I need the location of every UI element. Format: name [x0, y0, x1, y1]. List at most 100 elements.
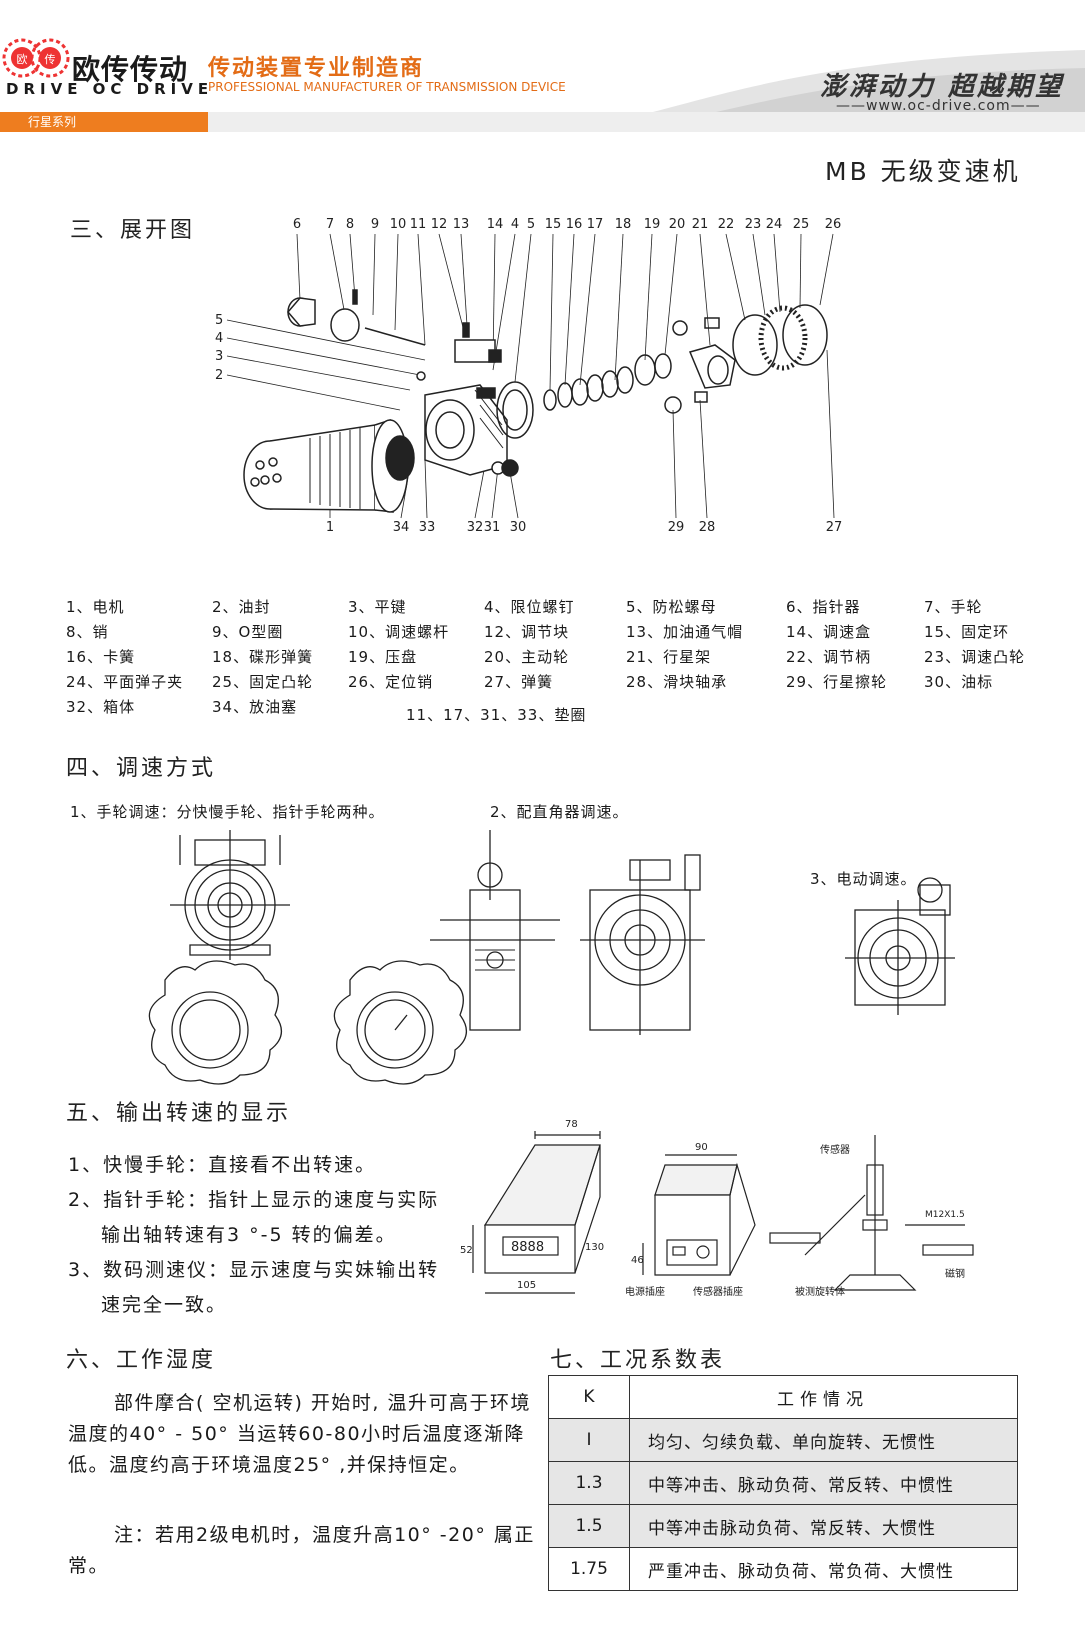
callout-leader	[492, 233, 516, 371]
callout-label: 22	[718, 217, 735, 232]
tagline-en: PROFESSIONAL MANUFACTURER OF TRANSMISSIO…	[208, 80, 566, 94]
callout-label: 25	[793, 217, 810, 232]
callout-leader	[372, 233, 376, 316]
discs-drawing	[496, 304, 828, 439]
control-parts-drawing	[287, 289, 502, 381]
callout-label: 5	[527, 217, 535, 232]
row-k: 1.3	[548, 1461, 630, 1505]
section4-title: 四、调速方式	[66, 756, 217, 781]
speed-handwheel-drawing	[148, 960, 282, 1085]
website: ——www.oc-drive.com——	[836, 98, 1041, 114]
label-magnet: 磁钢	[945, 1267, 965, 1280]
callout-leader	[226, 337, 421, 376]
temperature-paragraph: 部件摩合( 空机运转) 开始时, 温升可高于环境温度的40° - 50° 当运转…	[68, 1392, 531, 1476]
dim-a: 78	[565, 1119, 578, 1130]
part-item: 20、主动轮	[484, 648, 570, 666]
tagline-cn: 传动装置专业制造商	[208, 56, 425, 81]
electric-unit-drawing	[845, 877, 955, 1015]
callout-leader	[644, 233, 653, 361]
callout-leader	[514, 233, 532, 383]
part-item: 25、固定凸轮	[212, 673, 314, 691]
table-row: 1.75 严重冲击、脉动负荷、常负荷、大惯性	[548, 1547, 1018, 1591]
table-row: I 均匀、匀续负载、单向旋转、无惯性	[548, 1418, 1018, 1462]
right-angle-unit-drawing	[430, 830, 560, 1031]
part-item: 9、O型圈	[212, 623, 284, 641]
callout-leader	[826, 349, 835, 519]
callout-label: 27	[826, 520, 843, 535]
label-measured: 被测旋转体	[795, 1285, 845, 1298]
callout-leader	[296, 233, 301, 301]
callout-label: 4	[215, 331, 223, 346]
row-desc: 均匀、匀续负载、单向旋转、无惯性	[629, 1418, 1018, 1462]
callout-leader	[564, 233, 575, 386]
callout-leader	[438, 233, 466, 336]
page-header: 行星系列 欧 传 欧传传动 DRIVE OC DRIVE 传动装置专业制造商 P…	[0, 0, 1085, 132]
callout-label: 8	[346, 217, 354, 232]
callout-label: 21	[692, 217, 709, 232]
callout-label: 6	[293, 217, 301, 232]
dim-d: 130	[585, 1242, 604, 1253]
callout-leader	[394, 233, 399, 331]
callout-leader	[226, 319, 426, 361]
callout-label: 18	[615, 217, 632, 232]
page-title: MB 无级变速机	[825, 157, 1021, 186]
callout-leader	[664, 233, 678, 356]
part-item: 29、行星擦轮	[786, 673, 888, 691]
label-sensor: 传感器	[820, 1143, 850, 1156]
part-item: 23、调速凸轮	[924, 648, 1026, 666]
part-item: 16、卡簧	[66, 648, 136, 666]
callout-leader	[699, 399, 708, 519]
callout-label: 3	[215, 349, 223, 364]
dim-c: 105	[517, 1280, 536, 1291]
callout-label: 29	[668, 520, 685, 535]
part-item: 28、滑块轴承	[626, 673, 728, 691]
callout-label: 23	[745, 217, 762, 232]
label-sensor-socket: 传感器插座	[693, 1285, 743, 1298]
digital-display: 8888	[511, 1240, 544, 1255]
callout-label: 5	[215, 313, 223, 328]
callout-label: 10	[390, 217, 407, 232]
part-item: 21、行星架	[626, 648, 712, 666]
callout-leader	[349, 233, 356, 299]
part-item: 24、平面弹子夹	[66, 673, 184, 691]
callout-leader	[424, 459, 428, 519]
housing-drawing	[424, 384, 519, 477]
part-item: 26、定位销	[348, 673, 434, 691]
row-k: I	[548, 1418, 630, 1462]
display-line-1: 1、快慢手轮：直接看不出转速。	[68, 1154, 377, 1176]
section5-title: 五、输出转速的显示	[66, 1101, 292, 1126]
callout-label: 32	[467, 520, 484, 535]
display-line-4: 3、数码测速仪：显示速度与实妹输出转	[68, 1259, 440, 1281]
handwheel-unit-drawing	[170, 830, 290, 960]
part-item: 13、加油通气帽	[626, 623, 744, 641]
part-item: 15、固定环	[924, 623, 1010, 641]
adjustment-drawings	[148, 830, 955, 1085]
callout-leader	[474, 464, 486, 519]
series-tab: 行星系列	[0, 112, 208, 132]
callout-label: 7	[326, 217, 334, 232]
part-item: 5、防松螺母	[626, 598, 717, 616]
callout-leader	[725, 233, 746, 321]
callout-label: 1	[326, 520, 334, 535]
logo-char-1: 欧	[17, 53, 28, 66]
table-header-row: K 工作情况	[548, 1375, 1018, 1419]
row-desc: 中等冲击脉动负荷、常反转、大惯性	[629, 1504, 1018, 1548]
part-item: 30、油标	[924, 673, 994, 691]
callout-leader	[819, 233, 834, 306]
adjust-method-2: 2、配直角器调速。	[490, 803, 629, 821]
brand-name-cn: 欧传传动	[72, 53, 189, 86]
part-item: 3、平键	[348, 598, 407, 616]
part-item: 32、箱体	[66, 698, 136, 716]
part-item: 19、压盘	[348, 648, 418, 666]
callout-leader	[460, 233, 468, 326]
part-item: 6、指针器	[786, 598, 861, 616]
part-item: 12、调节块	[484, 623, 570, 641]
speed-sensor-drawing	[769, 1135, 974, 1291]
callout-label: 9	[371, 217, 379, 232]
part-item: 22、调节柄	[786, 648, 872, 666]
callout-leader	[509, 471, 519, 519]
header-band	[0, 112, 1085, 132]
callout-label: 20	[669, 217, 686, 232]
callout-label: 19	[644, 217, 661, 232]
row-k: 1.75	[548, 1547, 630, 1591]
